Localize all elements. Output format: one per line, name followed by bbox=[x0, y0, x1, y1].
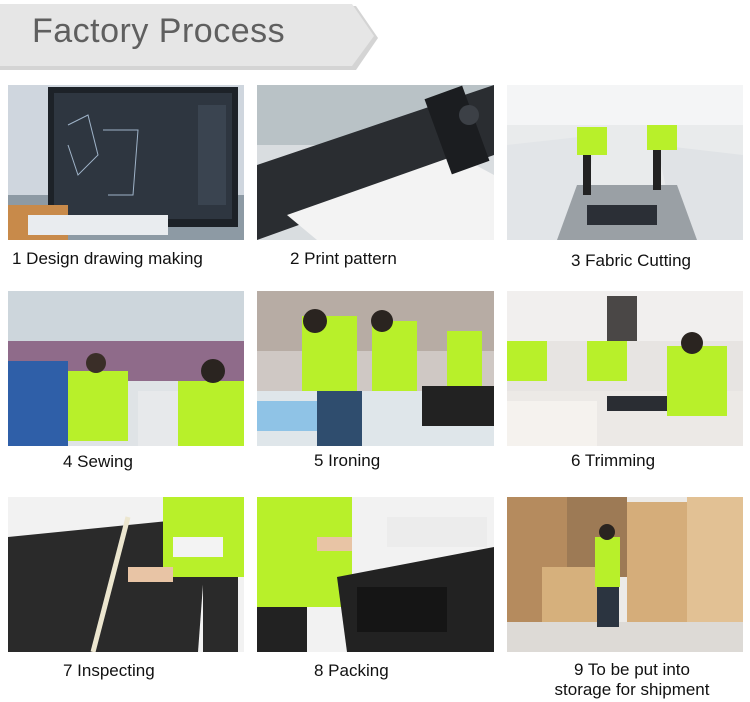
photo-storage bbox=[507, 497, 743, 652]
caption-step-5: 5 Ironing bbox=[314, 451, 381, 470]
caption-step-9-line2: storage for shipment bbox=[554, 680, 710, 699]
caption-step-3: 3 Fabric Cutting bbox=[571, 251, 691, 270]
photo-packing bbox=[257, 497, 494, 652]
section-banner: Factory Process bbox=[0, 0, 380, 72]
caption-step-9: 9 To be put into storage for shipment bbox=[532, 660, 732, 700]
photo-ironing bbox=[257, 291, 494, 446]
caption-step-9-line1: 9 To be put into bbox=[574, 660, 690, 679]
page-title: Factory Process bbox=[32, 12, 286, 50]
caption-step-7: 7 Inspecting bbox=[63, 661, 155, 680]
caption-step-8: 8 Packing bbox=[314, 661, 389, 680]
photo-sewing bbox=[8, 291, 244, 446]
caption-step-1: 1 Design drawing making bbox=[12, 249, 203, 268]
banner-arrow-shape bbox=[0, 4, 378, 70]
caption-step-4: 4 Sewing bbox=[63, 452, 133, 471]
photo-fabric-cutting bbox=[507, 85, 743, 240]
photo-inspecting bbox=[8, 497, 244, 652]
photo-design-drawing bbox=[8, 85, 244, 240]
photo-print-pattern bbox=[257, 85, 494, 240]
caption-step-2: 2 Print pattern bbox=[290, 249, 397, 268]
caption-step-6: 6 Trimming bbox=[571, 451, 656, 470]
photo-trimming bbox=[507, 291, 743, 446]
